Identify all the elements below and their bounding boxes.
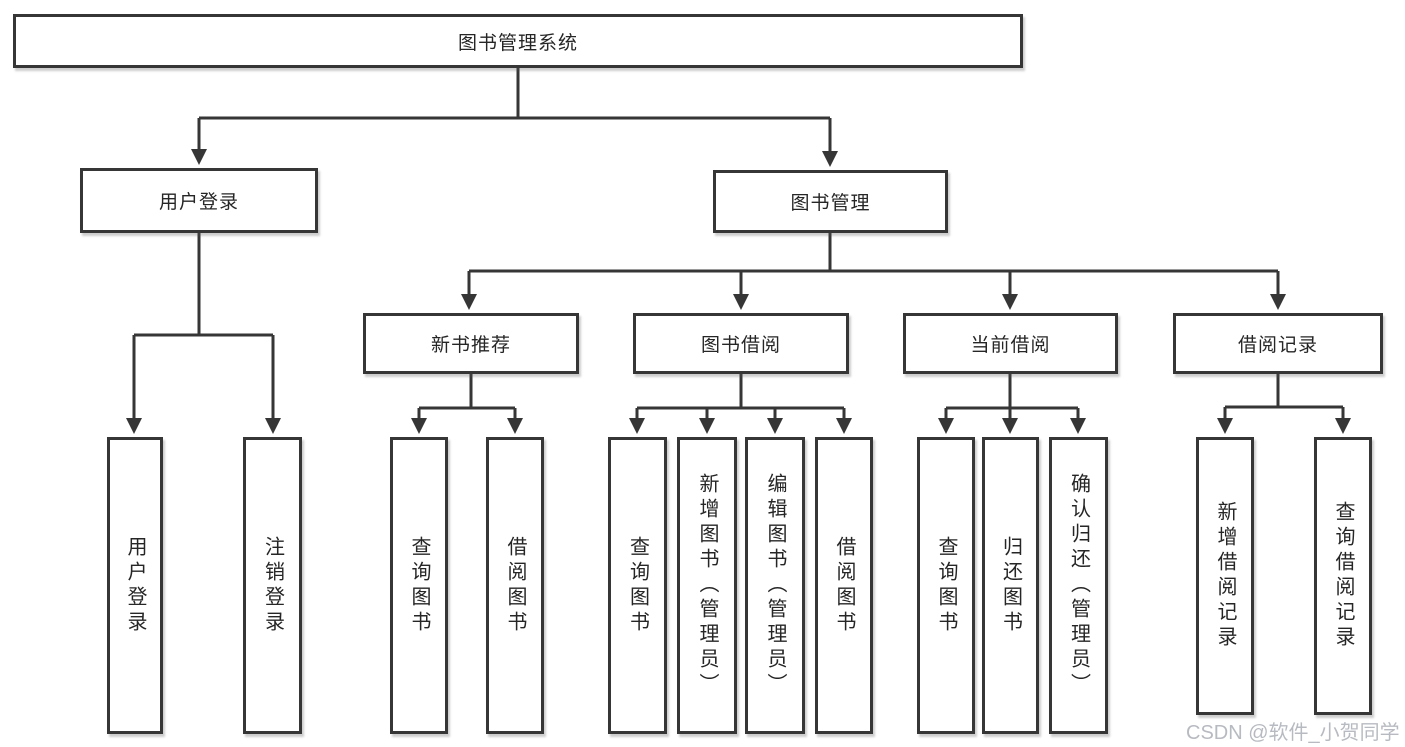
- node-book-borrow-label: 图书借阅: [700, 335, 781, 356]
- node-current-borrow-label: 当前借阅: [970, 335, 1051, 356]
- node-borrow-records-label: 借阅记录: [1237, 335, 1318, 356]
- node-root-label: 图书管理系统: [457, 32, 578, 54]
- leaf-recommend-query-books-label: 查询图书: [408, 535, 430, 636]
- leaf-records-query-record-label: 查询借阅记录: [1332, 501, 1354, 651]
- leaf-borrow-query-books-label: 查询图书: [626, 535, 649, 636]
- leaf-user-login: 用户登录: [107, 437, 163, 734]
- leaf-current-return-books: 归还图书: [982, 437, 1039, 734]
- leaf-logout: 注销登录: [243, 437, 302, 734]
- leaf-borrow-query-books: 查询图书: [608, 437, 667, 734]
- leaf-current-confirm-return-admin-label: 确认归还（管理员）: [1067, 473, 1090, 698]
- node-book-borrow: 图书借阅: [633, 313, 849, 374]
- leaf-recommend-borrow-books: 借阅图书: [486, 437, 544, 734]
- leaf-records-add-record-label: 新增借阅记录: [1214, 501, 1236, 651]
- leaf-records-query-record: 查询借阅记录: [1314, 437, 1372, 715]
- node-root: 图书管理系统: [13, 14, 1023, 68]
- leaf-borrow-borrow-books-label: 借阅图书: [833, 535, 855, 636]
- leaf-user-login-label: 用户登录: [124, 535, 146, 636]
- leaf-current-confirm-return-admin: 确认归还（管理员）: [1049, 437, 1108, 734]
- leaf-borrow-edit-books-admin: 编辑图书（管理员）: [745, 437, 805, 734]
- node-user-login-label: 用户登录: [158, 192, 239, 213]
- node-new-book-recommend-label: 新书推荐: [430, 335, 511, 356]
- leaf-current-query-books: 查询图书: [917, 437, 975, 734]
- node-borrow-records: 借阅记录: [1173, 313, 1383, 374]
- leaf-borrow-edit-books-admin-label: 编辑图书（管理员）: [764, 473, 786, 698]
- leaf-borrow-add-books-admin: 新增图书（管理员）: [677, 437, 737, 734]
- node-new-book-recommend: 新书推荐: [363, 313, 579, 374]
- node-current-borrow: 当前借阅: [903, 313, 1118, 374]
- node-book-management: 图书管理: [713, 170, 948, 233]
- leaf-borrow-borrow-books: 借阅图书: [815, 437, 873, 734]
- node-book-management-label: 图书管理: [790, 193, 871, 214]
- csdn-watermark: CSDN @软件_小贺同学: [1186, 722, 1400, 744]
- leaf-current-query-books-label: 查询图书: [935, 535, 957, 636]
- leaf-records-add-record: 新增借阅记录: [1196, 437, 1254, 715]
- leaf-borrow-add-books-admin-label: 新增图书（管理员）: [696, 473, 718, 698]
- leaf-logout-label: 注销登录: [261, 535, 284, 636]
- node-user-login: 用户登录: [80, 168, 318, 233]
- leaf-current-return-books-label: 归还图书: [999, 535, 1022, 636]
- leaf-recommend-borrow-books-label: 借阅图书: [504, 535, 526, 636]
- leaf-recommend-query-books: 查询图书: [390, 437, 448, 734]
